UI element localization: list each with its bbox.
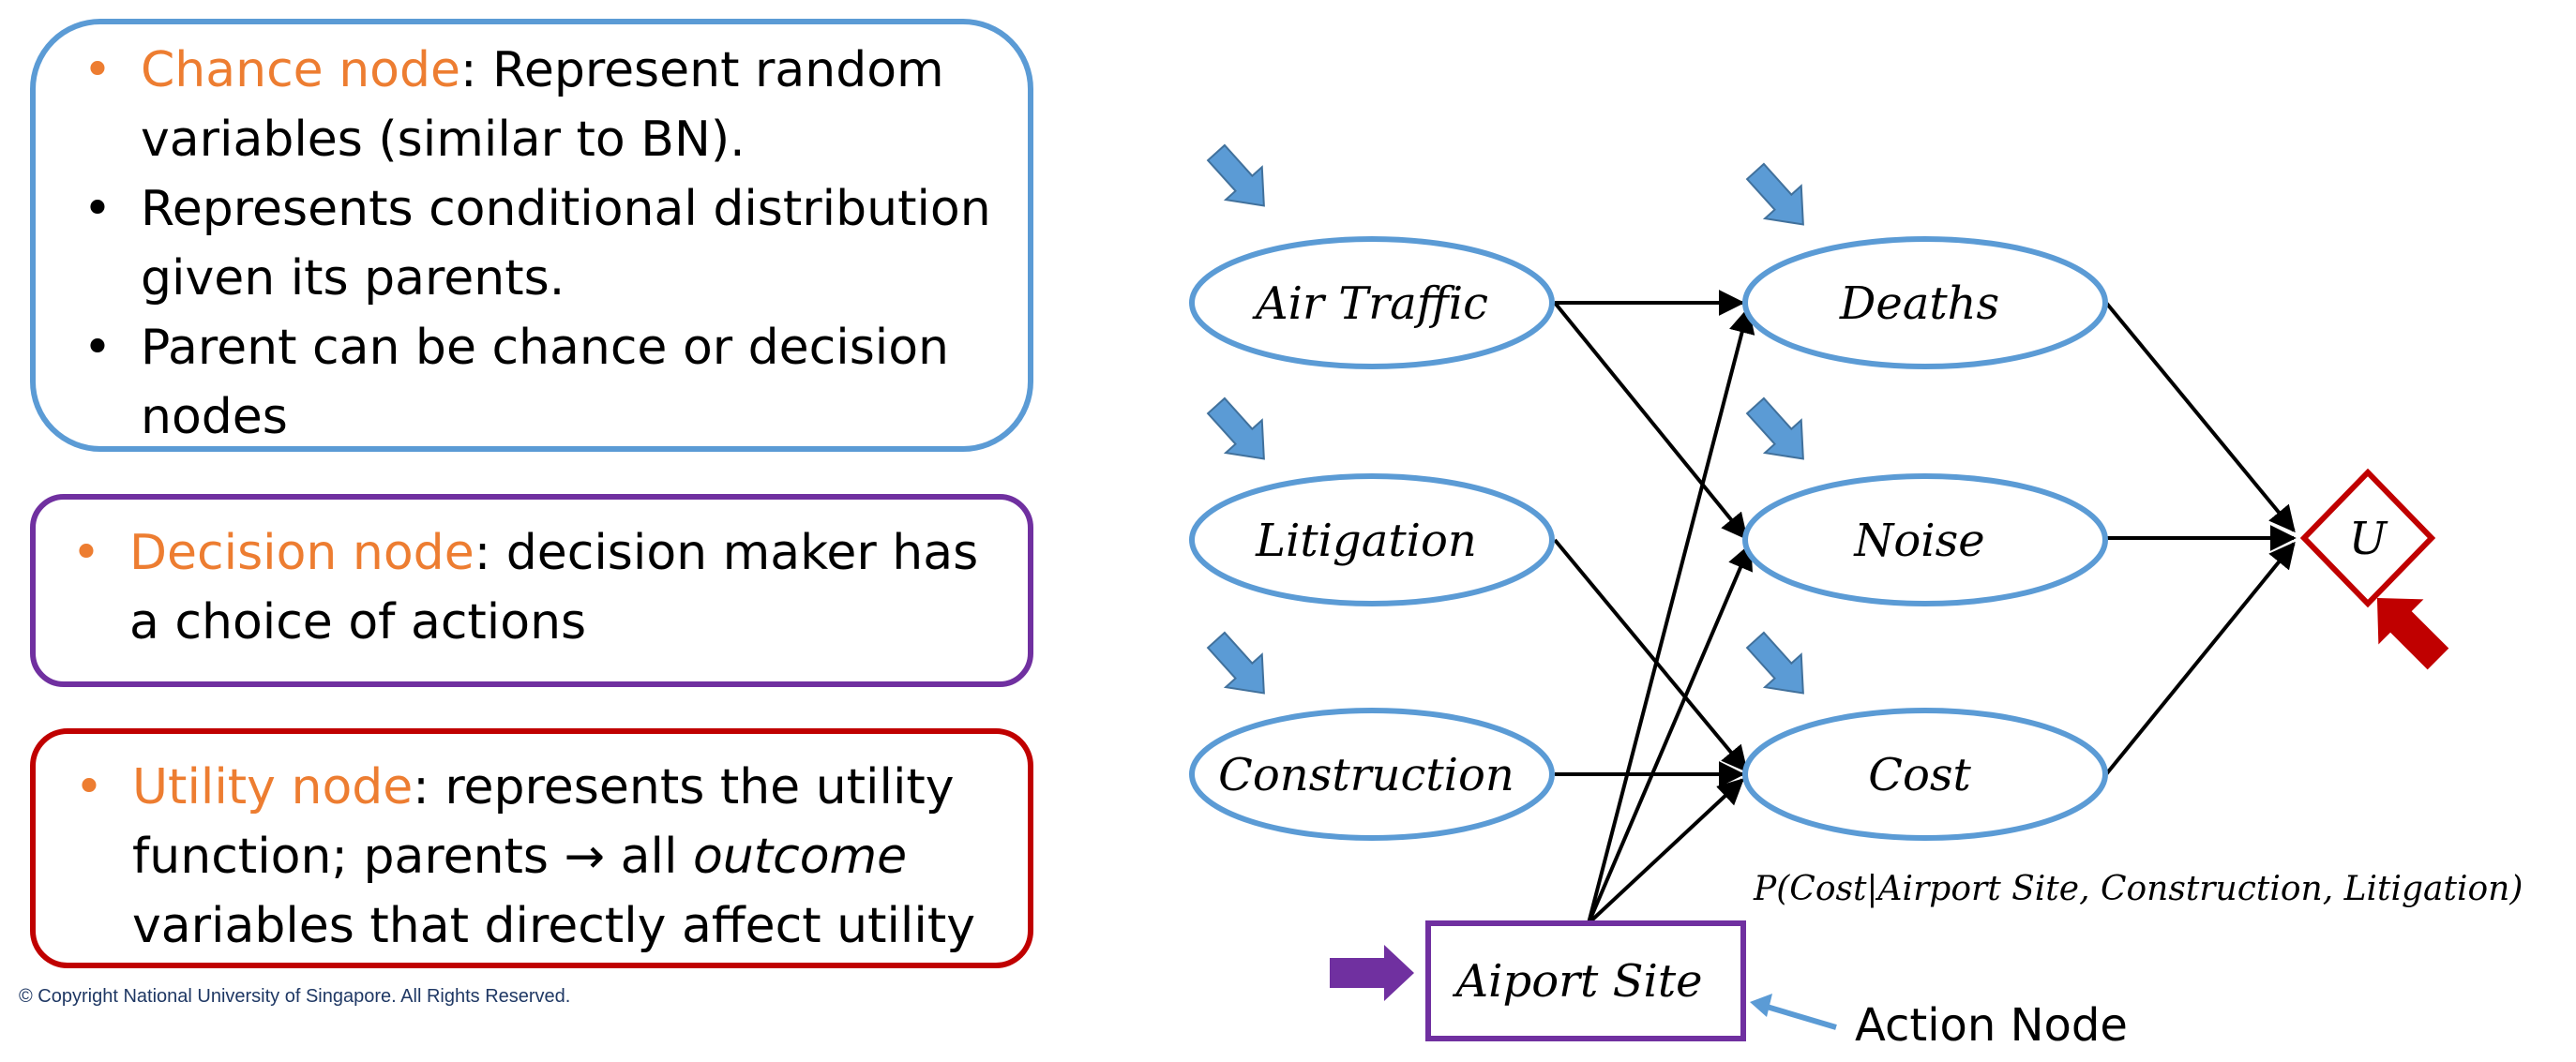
utility-node-term: Utility node: [132, 759, 414, 815]
chance-node-definition: : Represent random variables (similar to…: [141, 42, 944, 168]
edge-cost-utility: [2104, 541, 2296, 776]
decision-node-term: Decision node: [129, 525, 475, 581]
list-item: • Parent can be chance or decision nodes: [83, 313, 1003, 452]
purple-arrow-icon: [1330, 945, 1414, 1001]
blue-arrow-icon: [1206, 143, 1265, 207]
list-item: • Utility node: represents the utility f…: [75, 753, 1014, 961]
diagram-edges: [1553, 290, 2297, 925]
edge-site-noise: [1587, 543, 1753, 924]
copyright-notice: © Copyright National University of Singa…: [19, 986, 571, 1007]
chance-node-cost: Cost: [1742, 708, 2108, 841]
node-label: Aiport Site: [1452, 955, 1702, 1008]
list-item: • Represents conditional distribution gi…: [83, 174, 1003, 313]
blue-arrow-icon: [1206, 631, 1265, 695]
chance-node-term: Chance node: [141, 42, 460, 98]
utility-node-definition-end: variables that directly affect utility: [132, 898, 975, 954]
bullet-icon: •: [71, 525, 101, 581]
utility-node-list: • Utility node: represents the utility f…: [75, 753, 1014, 961]
blue-arrow-icon: [1745, 631, 1804, 695]
edge-litigation-cost: [1553, 538, 1748, 773]
blue-arrow-icon: [1745, 396, 1804, 460]
edge-deaths-utility: [2104, 301, 2296, 533]
decision-node-airport-site: Aiport Site: [1425, 920, 1746, 1041]
chance-node-deaths: Deaths: [1742, 236, 2108, 369]
chance-node-point: Parent can be chance or decision nodes: [141, 320, 950, 445]
node-label: Deaths: [1839, 277, 1999, 330]
bullet-icon: •: [83, 42, 113, 98]
action-node-pointer: [1756, 1001, 1837, 1030]
list-item: • Decision node: decision maker has a ch…: [72, 518, 1011, 657]
red-arrow-icon: [2376, 597, 2449, 670]
edge-air-traffic-noise: [1553, 301, 1748, 541]
chance-node-construction: Construction: [1189, 708, 1555, 841]
chance-node-litigation: Litigation: [1189, 473, 1555, 606]
decision-node-definition: : decision maker has a choice of actions: [129, 525, 979, 651]
node-label: Construction: [1218, 749, 1514, 801]
node-label: U: [2349, 513, 2388, 565]
outcome-emphasis: outcome: [692, 829, 908, 885]
chance-pointer-arrows: [1206, 143, 1804, 695]
blue-arrow-icon: [1206, 396, 1265, 460]
node-label: Air Traffic: [1252, 277, 1488, 330]
utility-node-definition: : represents the utility function; paren…: [132, 759, 955, 885]
node-label: Litigation: [1255, 515, 1477, 567]
chance-node-air-traffic: Air Traffic: [1189, 236, 1555, 369]
decision-node-list: • Decision node: decision maker has a ch…: [72, 518, 1011, 657]
bullet-icon: •: [83, 181, 113, 237]
action-node-label: Action Node: [1855, 999, 2128, 1052]
chance-node-list: • Chance node: Represent random variable…: [83, 36, 1003, 452]
utility-node-box: • Utility node: represents the utility f…: [30, 728, 1033, 968]
decision-node-box: • Decision node: decision maker has a ch…: [30, 494, 1033, 687]
bullet-icon: •: [74, 759, 104, 815]
edge-site-deaths: [1587, 307, 1755, 924]
node-label: Noise: [1853, 515, 1984, 567]
bullet-icon: •: [83, 320, 113, 376]
edge-site-cost: [1587, 778, 1745, 925]
chance-node-point: Represents conditional distribution give…: [141, 181, 991, 307]
blue-arrow-icon: [1745, 162, 1804, 226]
utility-node-u: U: [2299, 468, 2436, 608]
chance-node-box: • Chance node: Represent random variable…: [30, 19, 1033, 452]
action-node-pointer-head: [1750, 994, 1772, 1017]
chance-node-noise: Noise: [1742, 473, 2108, 606]
list-item: • Chance node: Represent random variable…: [83, 36, 1003, 174]
conditional-probability-formula: P(Cost|Airport Site, Construction, Litig…: [1753, 870, 2523, 908]
node-label: Cost: [1868, 749, 1971, 801]
